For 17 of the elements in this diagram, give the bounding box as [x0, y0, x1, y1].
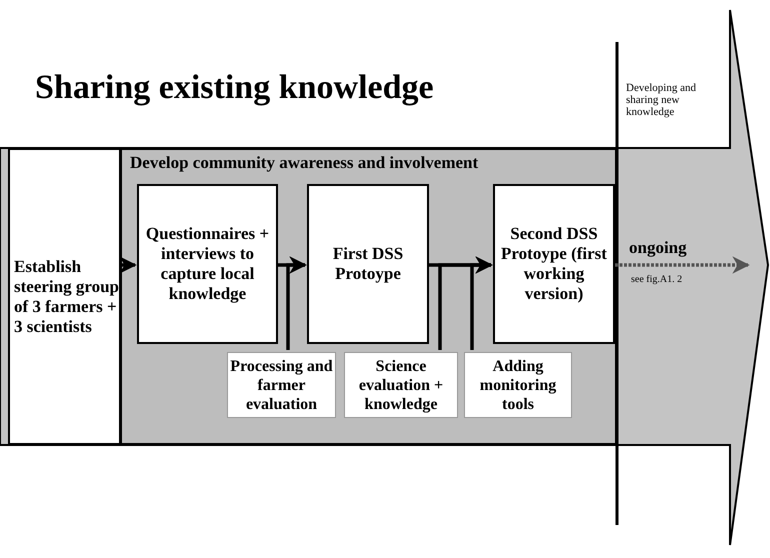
input-box: Processing and farmer evaluation — [227, 352, 336, 418]
reference-note: see fig.A1. 2 — [631, 273, 682, 287]
process-box: Questionnaires + interviews to capture local knowledge — [137, 184, 278, 344]
process-box: Second DSS Protoype (first working version) — [493, 184, 615, 344]
title: Sharing existing knowledge — [35, 68, 434, 108]
panel-heading: Develop community awareness and involvement — [130, 152, 478, 174]
input-box: Adding monitoring tools — [464, 352, 572, 418]
phase-panel — [120, 148, 617, 445]
arrow — [615, 256, 750, 274]
arrow — [119, 256, 137, 274]
process-box: First DSS Protoype — [307, 184, 429, 344]
section-label: Developing and sharing new knowledge — [626, 82, 697, 118]
process-box: Establish steering group of 3 farmers + 3 scientists — [8, 148, 121, 445]
arrow — [470, 256, 493, 350]
edge-label: ongoing — [629, 237, 687, 259]
input-box: Science evaluation + knowledge — [344, 352, 458, 418]
arrow — [286, 256, 307, 350]
